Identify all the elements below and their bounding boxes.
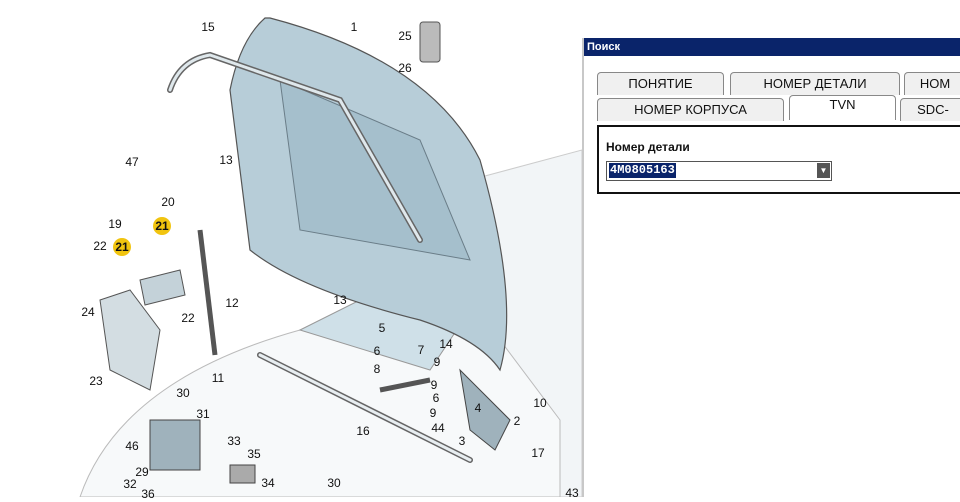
hood-illustration <box>79 17 583 498</box>
tab-body-number[interactable]: НОМЕР КОРПУСА <box>597 98 784 121</box>
callout-label: 44 <box>431 421 445 435</box>
callout-label: 35 <box>247 447 261 461</box>
callout-label: 30 <box>176 386 190 400</box>
callout-label: 33 <box>227 434 241 448</box>
callout-label: 9 <box>430 378 438 392</box>
callout-label: 19 <box>108 217 122 231</box>
part-number-combobox[interactable]: 4M0805163 ▼ <box>606 161 832 181</box>
callout-label: 13 <box>333 293 347 307</box>
callout-label: 6 <box>432 391 440 405</box>
callout-label: 29 <box>135 465 149 479</box>
search-panel: Номер детали 4M0805163 ▼ <box>597 125 960 194</box>
callout-label: 8 <box>373 362 381 376</box>
callout-label: 6 <box>373 344 381 358</box>
callout-label: 22 <box>181 311 195 325</box>
callout-label: 9 <box>433 355 441 369</box>
tab-nom[interactable]: НОМ <box>904 72 960 95</box>
callout-label: 11 <box>211 371 225 385</box>
callout-label: 31 <box>196 407 210 421</box>
callout-label: 32 <box>123 477 137 491</box>
tab-part-number[interactable]: НОМЕР ДЕТАЛИ <box>730 72 900 95</box>
callout-label: 43 <box>565 486 579 500</box>
callout-label: 47 <box>125 155 139 169</box>
callout-label: 21 <box>113 238 131 256</box>
callout-label: 22 <box>93 239 107 253</box>
callout-label: 7 <box>417 343 425 357</box>
part-number-label: Номер детали <box>606 140 690 154</box>
callout-label: 2 <box>513 414 521 428</box>
callout-label: 9 <box>429 406 437 420</box>
callout-label: 12 <box>225 296 239 310</box>
callout-label: 13 <box>219 153 233 167</box>
callout-label: 14 <box>439 337 453 351</box>
tab-tvn[interactable]: TVN <box>789 95 896 120</box>
callout-label: 34 <box>261 476 275 490</box>
search-dialog: Поиск ПОНЯТИЕ НОМЕР ДЕТАЛИ НОМ НОМЕР КОР… <box>582 38 960 497</box>
chevron-down-icon[interactable]: ▼ <box>817 163 830 178</box>
callout-label: 16 <box>356 424 370 438</box>
callout-label: 24 <box>81 305 95 319</box>
callout-label: 15 <box>201 20 215 34</box>
callout-label: 23 <box>89 374 103 388</box>
callout-label: 10 <box>533 396 547 410</box>
callout-label: 17 <box>531 446 545 460</box>
callout-label: 20 <box>161 195 175 209</box>
callout-label: 36 <box>141 487 155 501</box>
callout-label: 5 <box>378 321 386 335</box>
callout-label: 21 <box>153 217 171 235</box>
callout-label: 4 <box>474 401 482 415</box>
callout-label: 25 <box>398 29 412 43</box>
part-number-value[interactable]: 4M0805163 <box>609 163 676 178</box>
dialog-title: Поиск <box>584 38 960 56</box>
callout-label: 1 <box>350 20 358 34</box>
tab-concept[interactable]: ПОНЯТИЕ <box>597 72 724 95</box>
callout-label: 30 <box>327 476 341 490</box>
tab-sdc[interactable]: SDC- <box>900 98 960 121</box>
callout-label: 46 <box>125 439 139 453</box>
callout-label: 3 <box>458 434 466 448</box>
callout-label: 26 <box>398 61 412 75</box>
